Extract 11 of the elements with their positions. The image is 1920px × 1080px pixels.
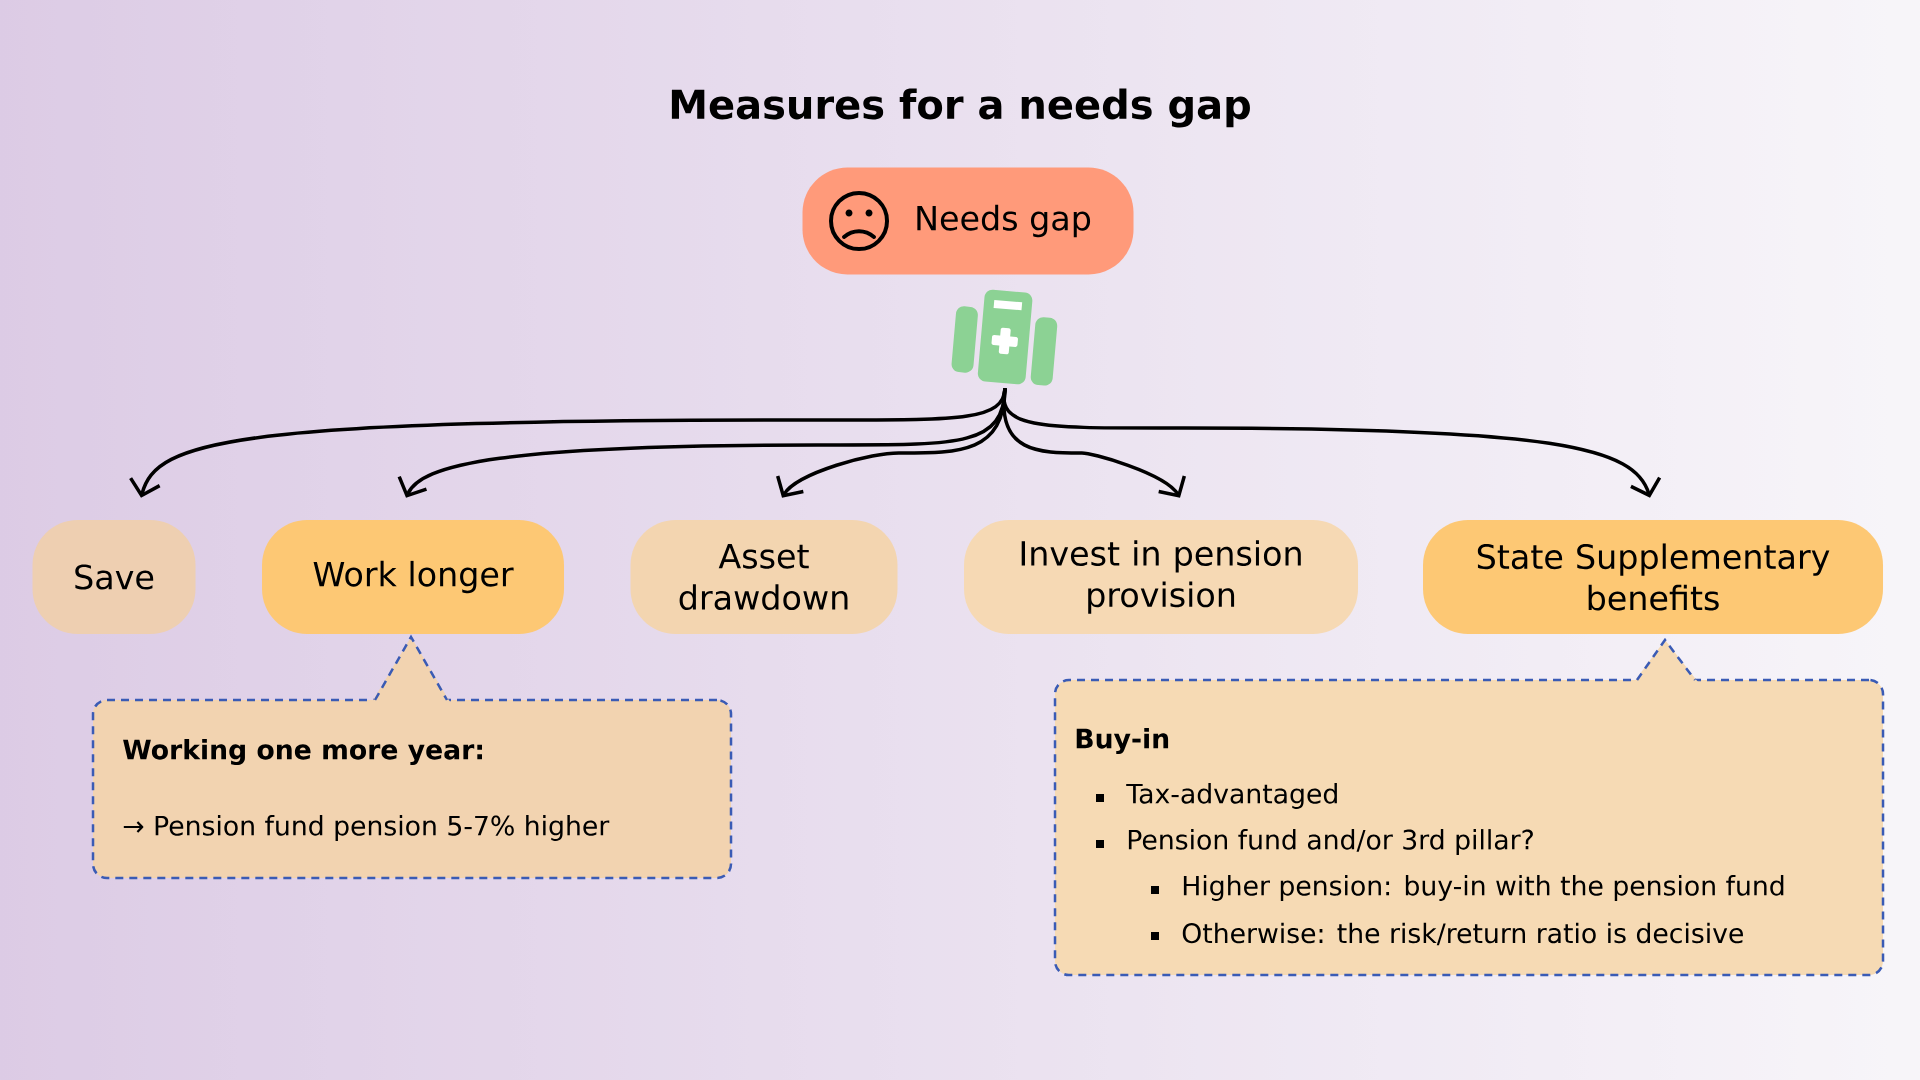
problem-box: Needs gap: [802, 167, 1134, 275]
arrow: [776, 388, 1007, 498]
measure-box: State Supplementary benefits: [1423, 520, 1883, 634]
arrow: [1002, 388, 1186, 498]
arrow: [1002, 388, 1662, 498]
measure-box: Work longer: [262, 520, 564, 634]
measure-box: Asset drawdown: [630, 520, 898, 634]
measure-box: Invest in pension provision: [964, 520, 1358, 634]
title: Measures for a needs gap: [671, 88, 1250, 128]
measure-box: Save: [32, 520, 196, 634]
first-aid-kit-icon: [951, 289, 1058, 386]
